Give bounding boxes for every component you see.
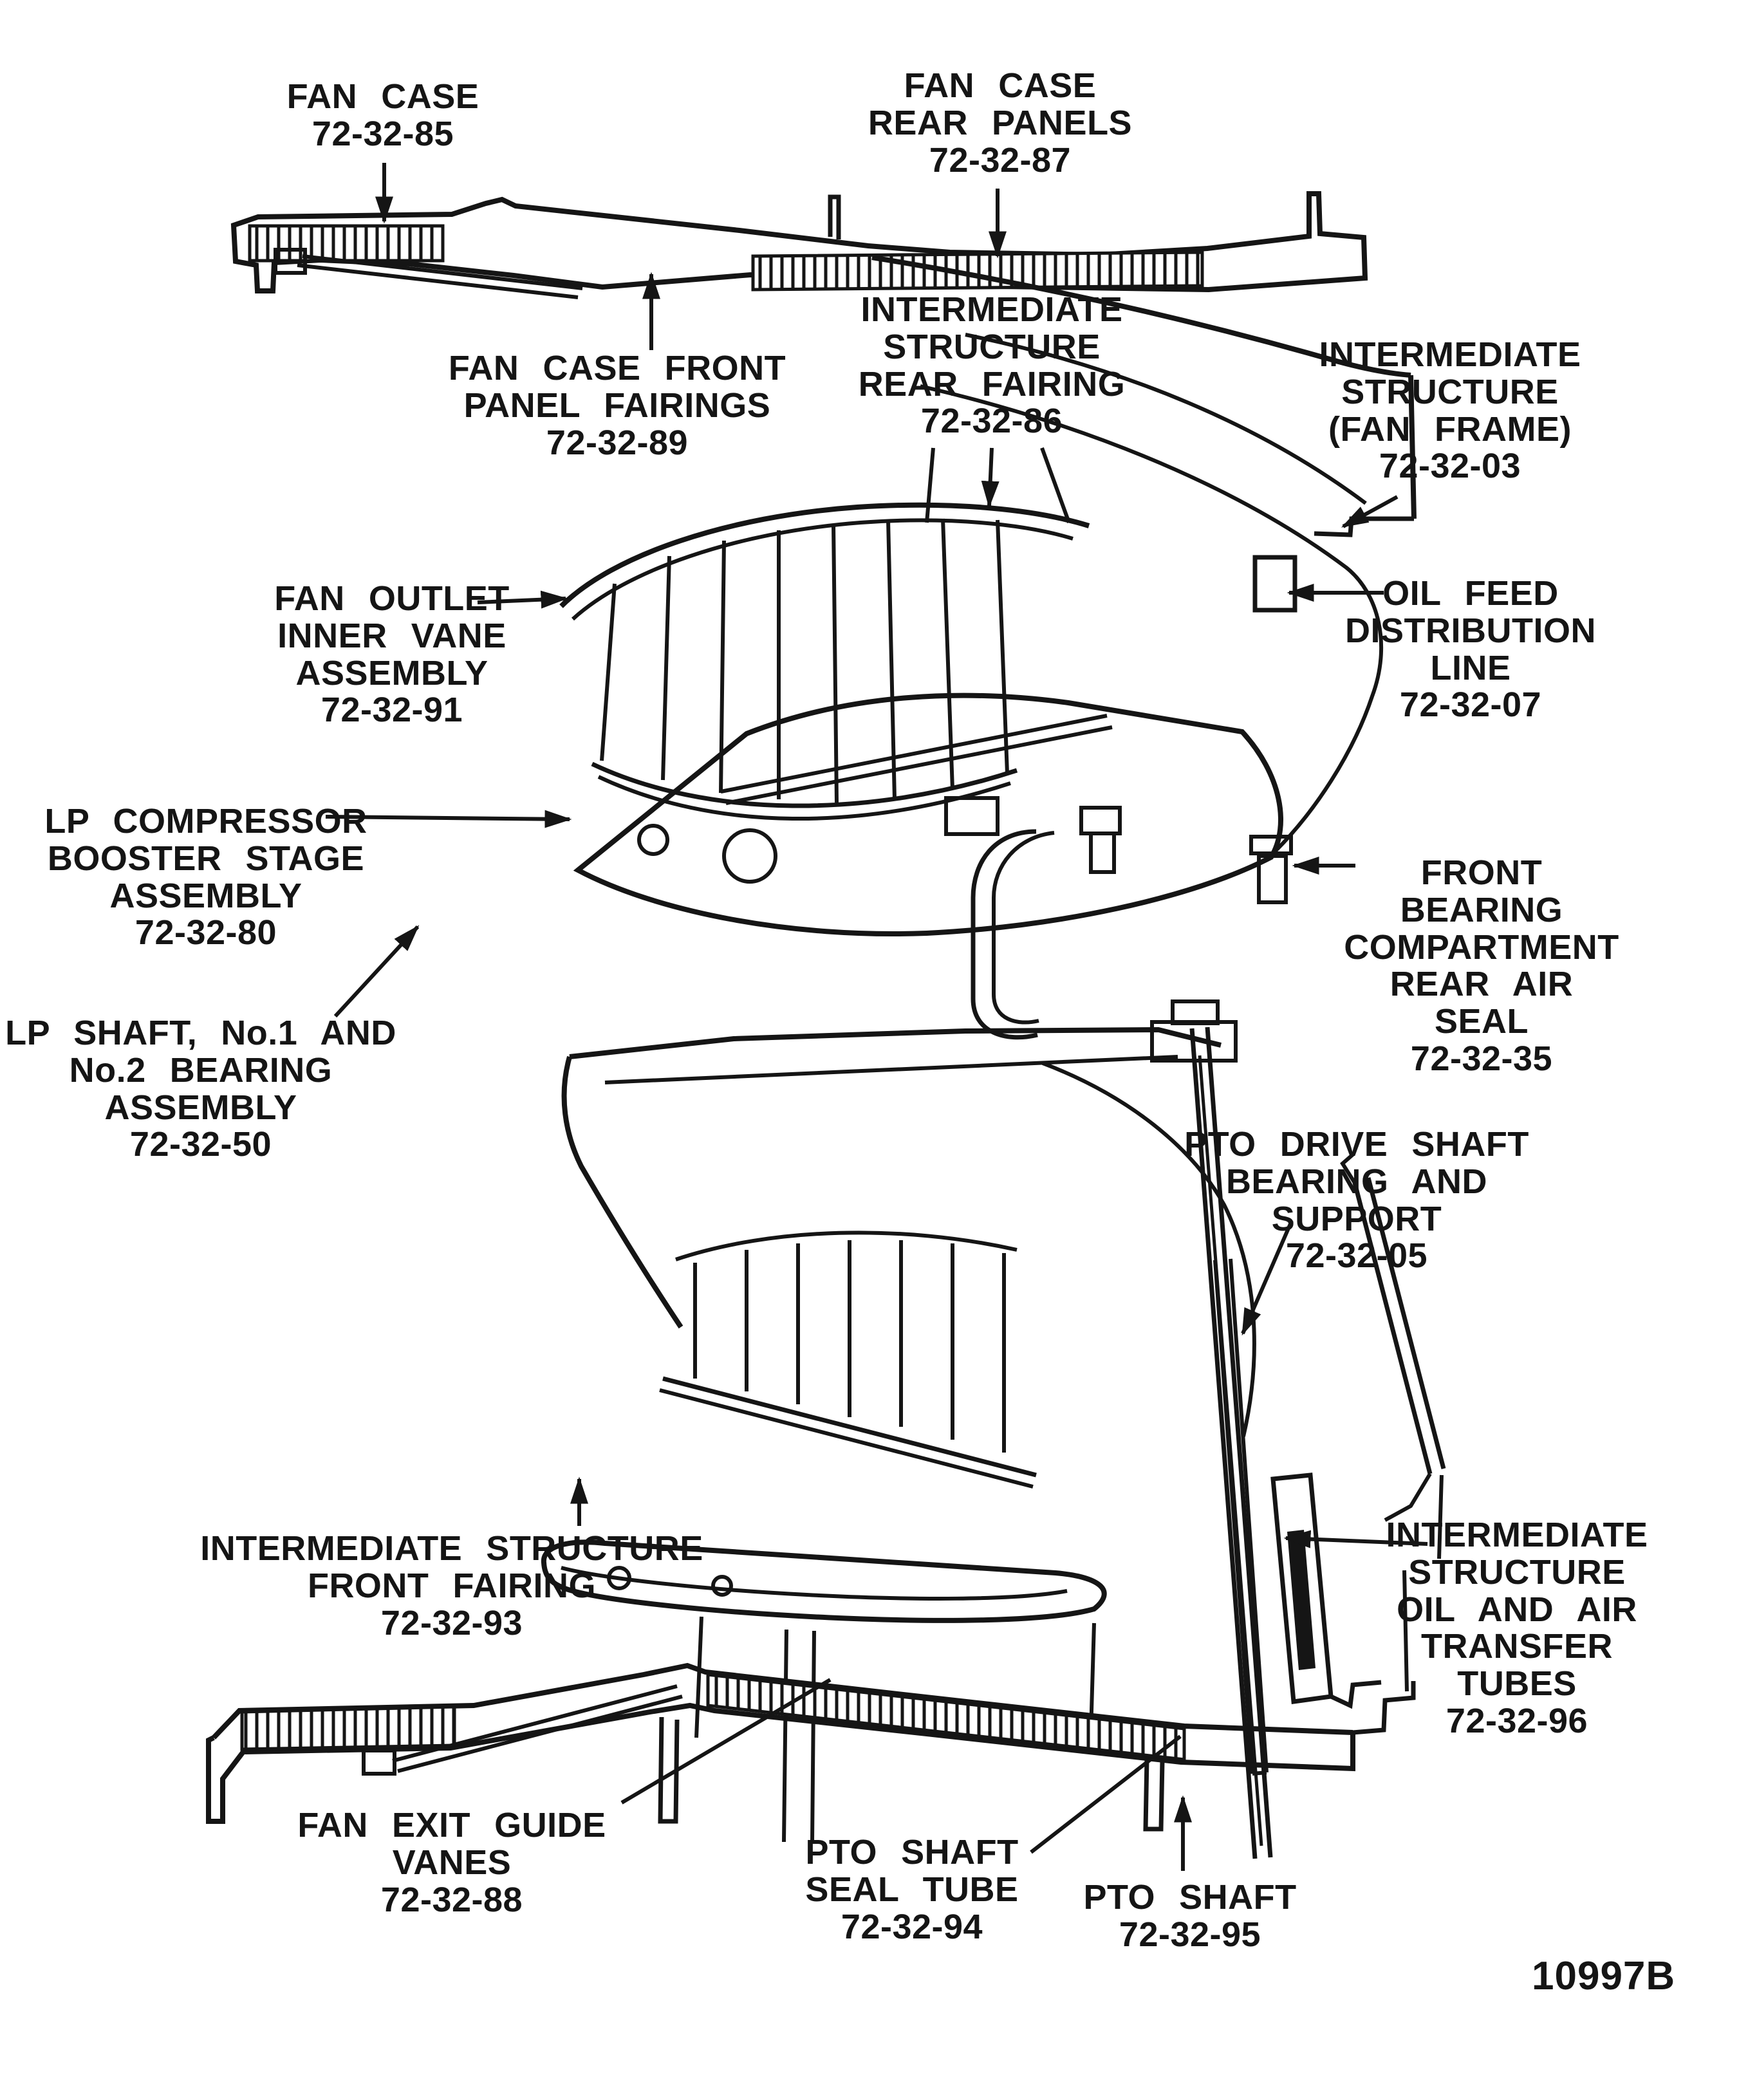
lower-assembly-drawing: [541, 1027, 1256, 1844]
pto-support-drawing: [1352, 1177, 1446, 1474]
label-oil-feed-distribution-line: OIL FEED DISTRIBUTION LINE 72-32-07: [1345, 574, 1596, 725]
pto-seal-tube-drawing: [1213, 1258, 1269, 1776]
label-fan-case: FAN CASE 72-32-85: [286, 77, 479, 153]
leader-pto-seal-tube: [1030, 1734, 1182, 1854]
label-front-bearing-compartment-rear-air-seal: FRONT BEARING COMPARTMENT REAR AIR SEAL …: [1344, 853, 1619, 1078]
label-fan-case-rear-panels: FAN CASE REAR PANELS 72-32-87: [868, 66, 1133, 180]
leader-rear-fairing-right: [1040, 447, 1071, 524]
leader-fan-exit-guide-vanes: [620, 1678, 832, 1805]
arrow-pto-drive-shaft-support: [1241, 1220, 1294, 1336]
label-lp-compressor-booster-stage-assembly: LP COMPRESSOR BOOSTER STAGE ASSEMBLY 72-…: [44, 802, 367, 952]
label-intermediate-structure-fan-frame: INTERMEDIATE STRUCTURE (FAN FRAME) 72-32…: [1319, 335, 1581, 486]
leader-arrows: [325, 163, 1428, 1871]
booster-stage-drawing: [573, 692, 1293, 1040]
leader-rear-fairing-left: [925, 447, 935, 523]
arrow-lp-compressor: [325, 810, 572, 828]
arrow-transfer-tubes: [1283, 1530, 1428, 1548]
pto-shaft-drawing: [1150, 999, 1446, 1859]
oil-feed-fitting: [1252, 555, 1297, 613]
fan-exit-guide-vanes-drawing: [206, 1662, 1416, 1832]
label-lp-shaft-no1-no2-bearing-assembly: LP SHAFT, No.1 AND No.2 BEARING ASSEMBLY…: [5, 1014, 396, 1164]
label-pto-drive-shaft-bearing-and-support: PTO DRIVE SHAFT BEARING AND SUPPORT 72-3…: [1184, 1125, 1529, 1276]
fan-outlet-vane-drawing: [559, 502, 1090, 821]
front-fairing-drawing: [541, 1539, 1107, 1623]
arrow-fan-frame: [1341, 495, 1399, 528]
fan-case-drawing: [230, 191, 1368, 299]
label-pto-shaft-seal-tube: PTO SHAFT SEAL TUBE 72-32-94: [805, 1833, 1019, 1946]
label-intermediate-structure-rear-fairing: INTERMEDIATE STRUCTURE REAR FAIRING 72-3…: [858, 290, 1126, 441]
arrow-fan-outlet-inner-vane: [477, 590, 568, 609]
label-fan-exit-guide-vanes: FAN EXIT GUIDE VANES 72-32-88: [297, 1806, 606, 1919]
label-fan-case-front-panel-fairings: FAN CASE FRONT PANEL FAIRINGS 72-32-89: [448, 349, 786, 462]
figure-number: 10997B: [1532, 1954, 1676, 1998]
label-pto-shaft: PTO SHAFT 72-32-95: [1083, 1878, 1297, 1954]
label-intermediate-structure-front-fairing: INTERMEDIATE STRUCTURE FRONT FAIRING 72-…: [200, 1529, 703, 1642]
label-fan-outlet-inner-vane-assembly: FAN OUTLET INNER VANE ASSEMBLY 72-32-91: [274, 579, 510, 730]
arrow-rear-fairing: [981, 447, 999, 508]
label-intermediate-structure-oil-and-air-transfer-tubes: INTERMEDIATE STRUCTURE OIL AND AIR TRANS…: [1386, 1516, 1648, 1740]
intermediate-structure-drawing: [871, 255, 1417, 853]
rear-air-seal-detail: [1249, 835, 1293, 855]
arrow-lp-shaft: [333, 925, 420, 1018]
